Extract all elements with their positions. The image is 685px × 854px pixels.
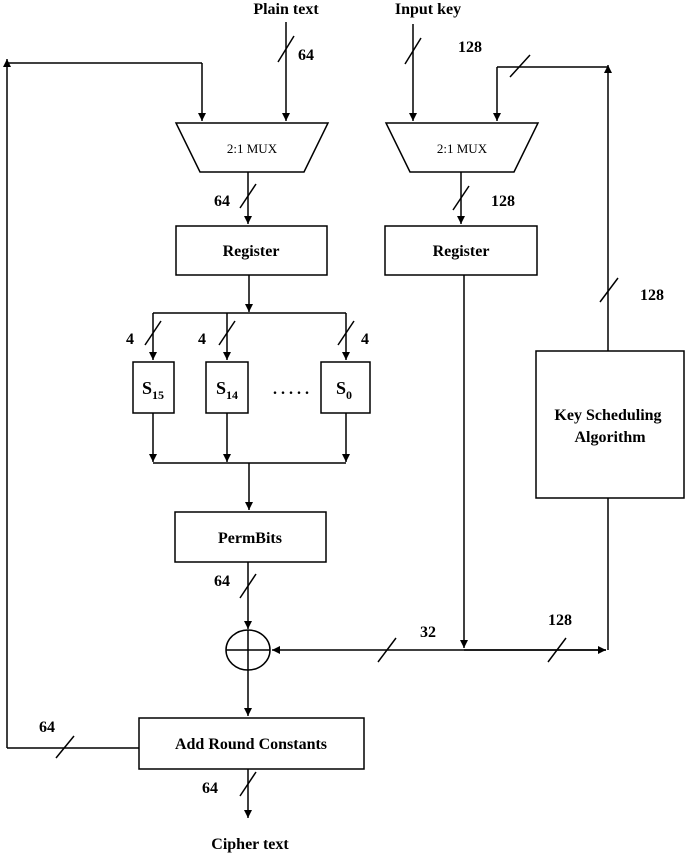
cipher-text-label: Cipher text — [211, 836, 289, 853]
mux-left-out-slash — [239, 183, 257, 209]
sbox-14-in-width: 4 — [198, 331, 206, 348]
round-key-width: 32 — [420, 624, 436, 641]
sbox-0-in-slash — [337, 320, 355, 346]
input-key-slash — [404, 37, 422, 65]
key-bus-right-width: 128 — [548, 612, 572, 629]
key-scheduling-label: Key Scheduling Algorithm — [554, 407, 665, 446]
sbox-15-in-width: 4 — [126, 331, 134, 348]
sbox-15-label: S15 — [142, 378, 164, 402]
mux-right-out-slash — [452, 185, 470, 211]
mux-left-label: 2:1 MUX — [227, 141, 278, 156]
plain-text-width: 64 — [298, 47, 314, 64]
key-schedule-out-width: 128 — [640, 287, 664, 304]
mux-left-out-width: 64 — [214, 193, 230, 210]
permbits-out-slash — [239, 573, 257, 599]
sbox-0-label: S0 — [336, 378, 352, 402]
cipher-out-slash — [239, 771, 257, 797]
plain-text-label: Plain text — [253, 1, 319, 18]
key-scheduling-block — [535, 350, 685, 499]
feedback-width: 64 — [39, 719, 55, 736]
input-key-width: 128 — [458, 39, 482, 56]
cipher-out-width: 64 — [202, 780, 218, 797]
add-round-constants-block — [138, 717, 365, 770]
register-left-label: Register — [223, 243, 280, 260]
mux-left — [174, 122, 330, 173]
sbox-ellipsis: . . . . . — [273, 381, 309, 398]
permbits-out-width: 64 — [214, 573, 230, 590]
input-key-label: Input key — [395, 1, 461, 18]
mux-right-out-width: 128 — [491, 193, 515, 210]
key-bus-right-slash — [547, 637, 567, 663]
mux-right-label: 2:1 MUX — [437, 141, 488, 156]
key-feedback-top-slash — [509, 54, 531, 78]
register-right-label: Register — [433, 243, 490, 260]
feedback-slash — [55, 735, 75, 759]
sbox-15-in-slash — [144, 320, 162, 346]
sbox-15 — [132, 361, 175, 414]
sbox-14-label: S14 — [216, 378, 238, 402]
add-round-constants-label: Add Round Constants — [175, 736, 327, 753]
mux-right — [384, 122, 540, 173]
permbits-label: PermBits — [218, 530, 282, 547]
permbits-block — [174, 511, 327, 563]
register-left — [175, 225, 328, 276]
sbox-0 — [320, 361, 371, 414]
sbox-14-in-slash — [218, 320, 236, 346]
sbox-0-in-width: 4 — [361, 331, 369, 348]
key-schedule-out-slash — [599, 277, 619, 303]
round-key-slash — [377, 637, 397, 663]
register-right — [384, 225, 538, 276]
plain-text-slash — [277, 35, 295, 63]
